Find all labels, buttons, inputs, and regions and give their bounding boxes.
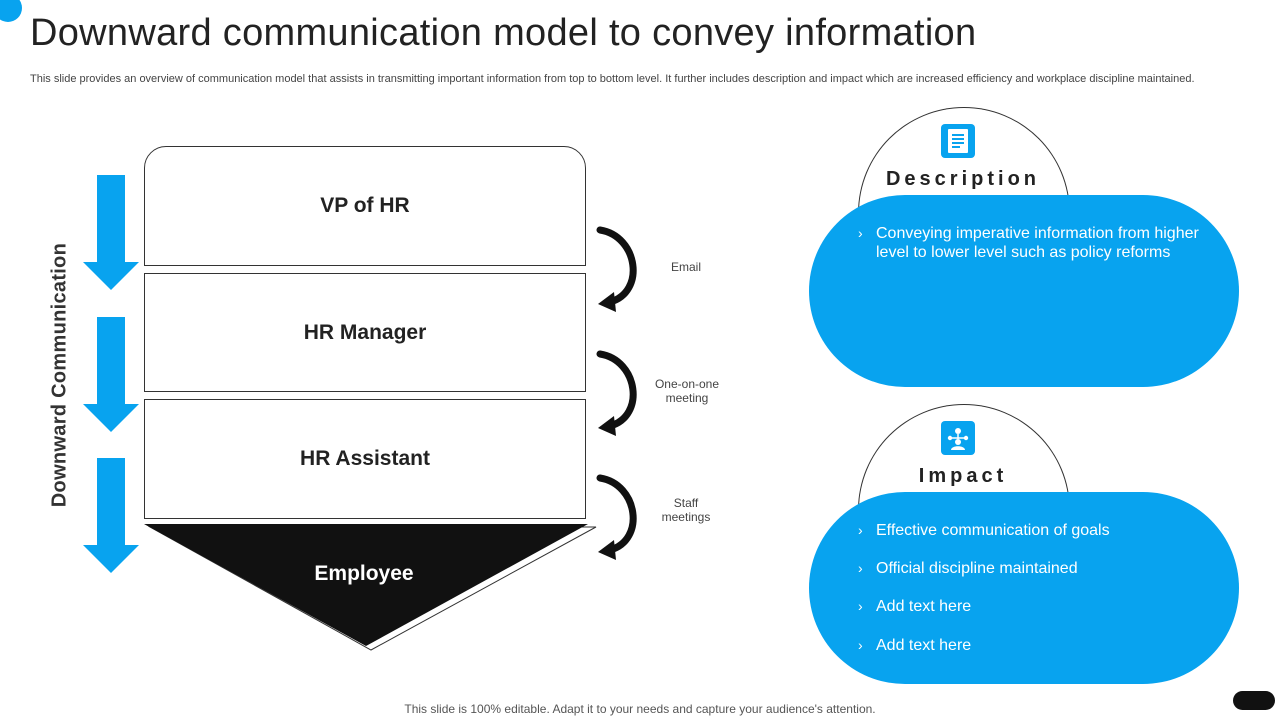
employee-triangle xyxy=(144,524,597,651)
curved-arrows xyxy=(596,226,637,560)
down-arrow-icon xyxy=(83,458,139,573)
impact-title: Impact xyxy=(918,465,1008,487)
chevron-right-icon: › xyxy=(858,637,863,653)
curved-arrow-icon xyxy=(596,350,637,436)
description-title: Description xyxy=(885,168,1041,190)
chevron-right-icon: › xyxy=(858,598,863,614)
channel-label-staff-meetings: Staff meetings xyxy=(661,496,711,524)
slide-title: Downward communication model to convey i… xyxy=(30,12,977,54)
bullet-text: Conveying imperative information from hi… xyxy=(876,225,1199,261)
level-label: HR Manager xyxy=(303,320,427,344)
bullet-text: Add text here xyxy=(876,598,972,615)
corner-dot xyxy=(0,0,22,22)
curved-arrow-icon xyxy=(596,474,637,560)
slide-subtitle: This slide provides an overview of commu… xyxy=(30,73,1195,85)
bullet-text: Effective communication of goals xyxy=(876,522,1110,539)
impact-pill xyxy=(809,492,1239,684)
bullet-text: Official discipline maintained xyxy=(876,560,1078,577)
description-pill xyxy=(809,195,1239,387)
down-arrows xyxy=(83,175,139,573)
chevron-right-icon: › xyxy=(858,560,863,576)
down-arrow-icon xyxy=(83,175,139,290)
slide-footer: This slide is 100% editable. Adapt it to… xyxy=(404,702,876,716)
level-label: HR Assistant xyxy=(300,447,430,470)
curved-arrow-icon xyxy=(596,226,637,312)
level-label-employee: Employee xyxy=(314,562,414,585)
document-icon xyxy=(941,124,975,158)
chevron-right-icon: › xyxy=(858,522,863,538)
network-people-icon xyxy=(941,421,975,455)
down-arrow-icon xyxy=(83,317,139,432)
channel-label-email: Email xyxy=(670,260,701,274)
level-box-hr-assistant: HR Assistant xyxy=(144,399,586,519)
bullet-text: Add text here xyxy=(876,637,972,654)
corner-pill xyxy=(1233,691,1275,710)
chevron-right-icon: › xyxy=(858,225,863,241)
channel-label-one-on-one: One-on-one meeting xyxy=(654,377,720,405)
level-box-vp-of-hr: VP of HR xyxy=(144,146,586,266)
level-box-hr-manager: HR Manager xyxy=(144,273,586,392)
level-label: VP of HR xyxy=(320,194,410,217)
downward-communication-label: Downward Communication xyxy=(48,242,71,508)
